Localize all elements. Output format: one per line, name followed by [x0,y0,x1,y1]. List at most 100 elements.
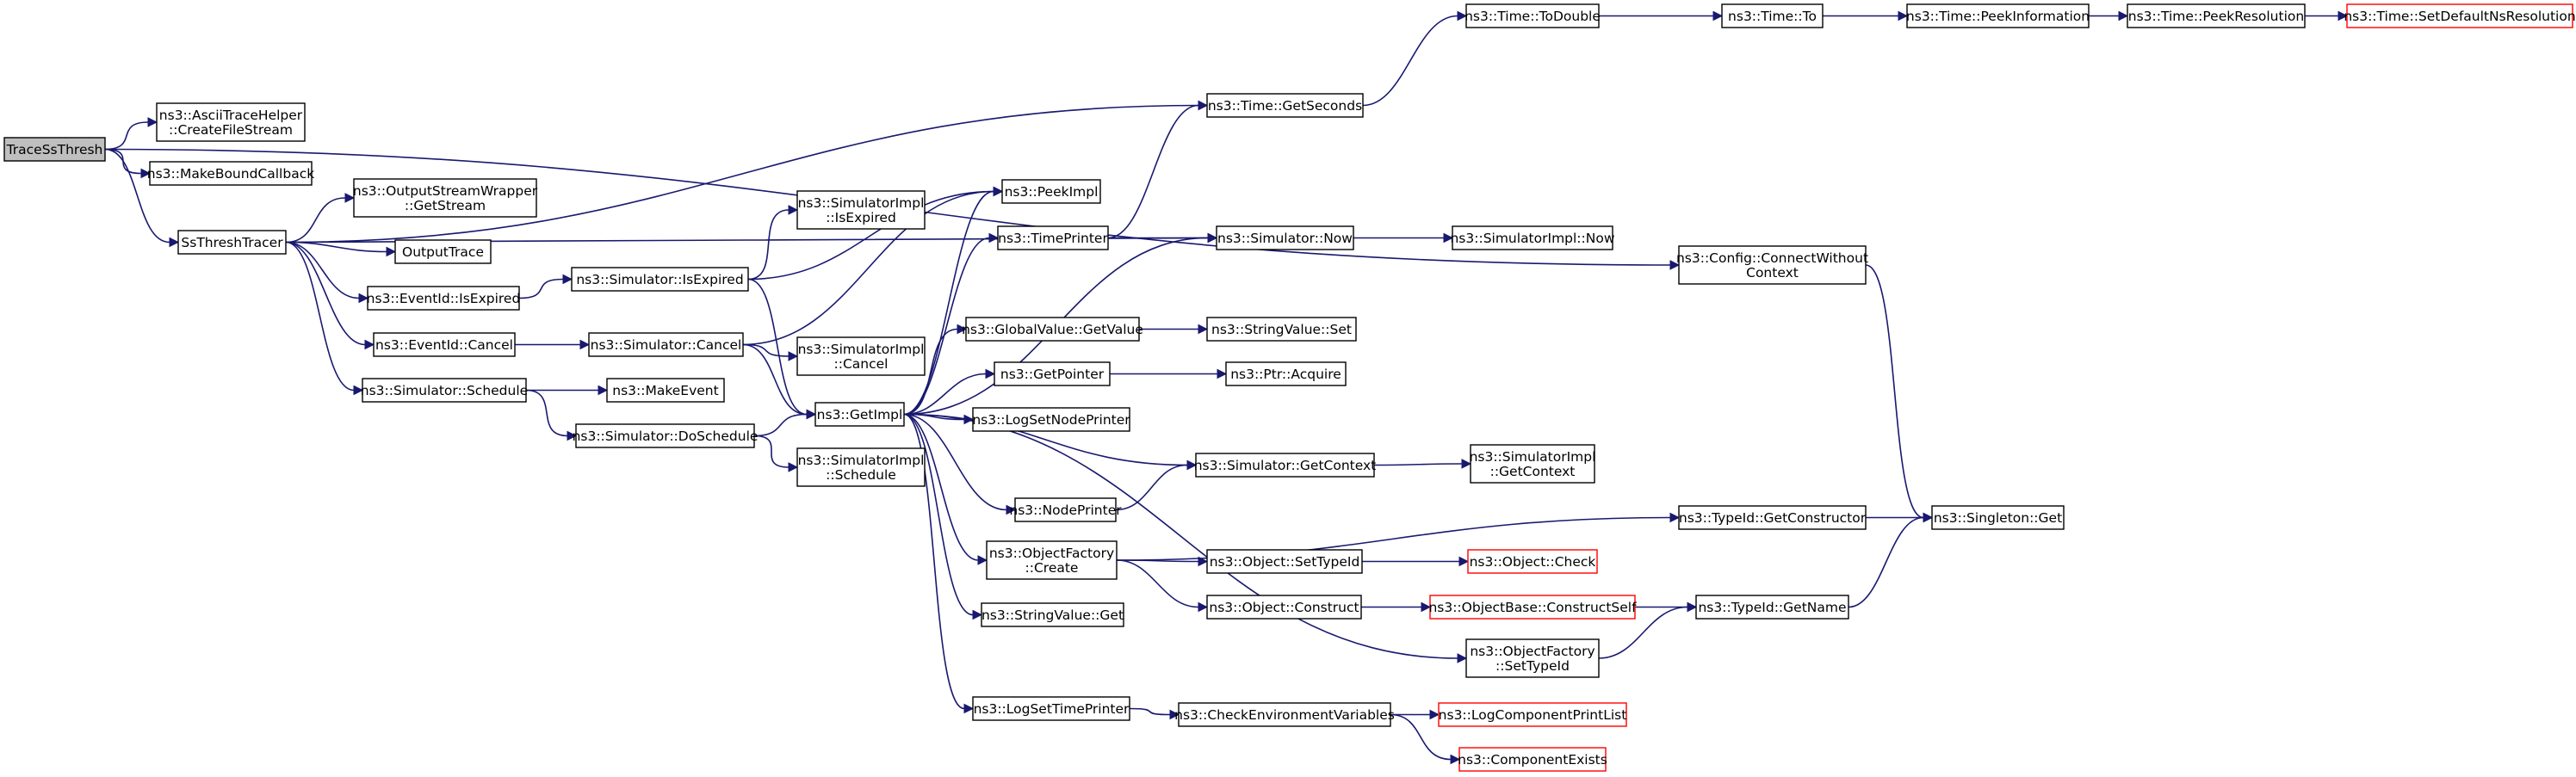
node-label: ns3::EventId::IsExpired [367,291,521,306]
node-ptr_acquire[interactable]: ns3::Ptr::Acquire [1225,361,1347,386]
edge-checkenv-to-logcompprintlist [1390,709,1440,720]
node-sv_get[interactable]: ns3::StringValue::Get [981,602,1124,627]
node-label: ns3::Simulator::DoSchedule [573,429,759,444]
node-label: ::Schedule [826,467,896,483]
edge-line [903,237,990,416]
node-getimpl[interactable]: ns3::GetImpl [814,402,905,427]
edge-getimpl-to-sv_get [903,413,983,620]
edge-line [903,328,958,416]
node-time_to[interactable]: ns3::Time::To [1721,3,1824,28]
node-box [1195,453,1375,478]
node-label: ns3::Object::SetTypeId [1210,554,1360,570]
node-logcompprintlist[interactable]: ns3::LogComponentPrintList [1438,702,1627,727]
node-box [575,423,755,448]
arrowhead [1198,100,1209,111]
node-outputtrace[interactable]: OutputTrace [394,239,492,264]
arrowhead [806,409,817,420]
node-getpointer[interactable]: ns3::GetPointer [994,361,1111,386]
node-eventid_isexpired[interactable]: ns3::EventId::IsExpired [367,286,521,311]
node-typeid_getname[interactable]: ns3::TypeId::GetName [1695,595,1849,620]
node-box [571,267,749,292]
node-simimpl_now[interactable]: ns3::SimulatorImpl::Now [1450,225,1615,250]
node-checkenv[interactable]: ns3::CheckEnvironmentVariables [1174,702,1395,727]
node-time_setdefault[interactable]: ns3::Time::SetDefaultNsResolution [2344,3,2576,28]
node-timeprinter[interactable]: ns3::TimePrinter [997,225,1109,250]
edge-line [903,413,974,616]
node-makeevent[interactable]: ns3::MakeEvent [606,378,725,403]
node-simimpl_schedule[interactable]: ns3::SimulatorImpl::Schedule [796,447,926,487]
node-sim_getcontext[interactable]: ns3::Simulator::GetContext [1194,453,1377,478]
node-ssthreshtracer[interactable]: SsThreshTracer [177,230,287,255]
node-obj_construct[interactable]: ns3::Object::Construct [1206,595,1362,620]
node-osw_getstream[interactable]: ns3::OutputStreamWrapper::GetStream [353,178,538,218]
node-sv_set[interactable]: ns3::StringValue::Set [1206,317,1357,342]
node-sim_isexpired[interactable]: ns3::Simulator::IsExpired [571,267,749,292]
node-box [1931,505,2065,530]
node-label: ns3::Time::GetSeconds [1208,98,1362,114]
node-compexists[interactable]: ns3::ComponentExists [1458,747,1607,772]
node-makeboundcb[interactable]: ns3::MakeBoundCallback [147,161,314,186]
edge-of_create-to-obj_construct [1116,559,1209,613]
edge-getimpl-to-nodeprinter [903,413,1017,515]
node-sim_now[interactable]: ns3::Simulator::Now [1216,225,1354,250]
arrowhead [1198,556,1209,567]
node-sim_doschedule[interactable]: ns3::Simulator::DoSchedule [573,423,759,448]
arrowhead [957,324,968,335]
node-of_settypeid[interactable]: ns3::ObjectFactory::SetTypeId [1465,638,1600,678]
node-gv_getvalue[interactable]: ns3::GlobalValue::GetValue [962,317,1143,342]
node-eventid_cancel[interactable]: ns3::EventId::Cancel [373,332,516,357]
node-label: ns3::Simulator::Cancel [591,337,742,353]
arrowhead [140,168,152,179]
node-time_todouble[interactable]: ns3::Time::ToDouble [1464,3,1601,28]
node-sim_cancel[interactable]: ns3::Simulator::Cancel [588,332,744,357]
node-label: ::GetContext [1490,464,1576,479]
edge-sim_schedule-to-sim_doschedule [525,389,578,441]
node-obj_check[interactable]: ns3::Object::Check [1467,549,1598,574]
arrowhead [598,385,609,396]
node-label: ns3::Time::SetDefaultNsResolution [2344,9,2575,24]
arrowhead [972,609,983,620]
edge-line [1373,463,1463,466]
node-logsetnodeprinter[interactable]: ns3::LogSetNodePrinter [972,407,1130,432]
arrowhead [1923,512,1934,523]
edge-ssthreshtracer-to-eventid_isexpired [285,241,369,304]
arrowhead [169,237,180,248]
node-logsettimeprinter[interactable]: ns3::LogSetTimePrinter [972,696,1130,721]
node-obj_settypeid[interactable]: ns3::Object::SetTypeId [1206,549,1363,574]
node-typeid_getconstructor[interactable]: ns3::TypeId::GetConstructor [1678,505,1867,530]
node-label: ns3::ComponentExists [1458,752,1607,768]
edge-time_todouble-to-time_to [1599,10,1724,22]
node-box [373,332,516,357]
node-asciitrace[interactable]: ns3::AsciiTraceHelper::CreateFileStream [156,102,306,142]
node-singleton_get[interactable]: ns3::Singleton::Get [1931,505,2065,530]
node-time_peekinfo[interactable]: ns3::Time::PeekInformation [1906,3,2090,28]
node-nodeprinter[interactable]: ns3::NodePrinter [1009,497,1122,522]
arrowhead [1186,459,1198,471]
node-tracessthresh[interactable]: TraceSsThresh [3,137,106,162]
node-time_getseconds[interactable]: ns3::Time::GetSeconds [1206,93,1364,118]
arrowhead [963,703,975,714]
node-box [1014,497,1117,522]
arrowhead [1443,232,1454,244]
node-label: ns3::LogSetNodePrinter [972,412,1130,428]
node-label: ns3::GlobalValue::GetValue [962,322,1143,337]
node-simimpl_getcontext[interactable]: ns3::SimulatorImpl::GetContext [1470,444,1596,484]
edge-timeprinter-to-sim_now [1108,232,1218,244]
arrowhead [993,186,1004,197]
node-time_peekres[interactable]: ns3::Time::PeekResolution [2127,3,2306,28]
node-simimpl_isexpired[interactable]: ns3::SimulatorImpl::IsExpired [796,190,926,230]
node-of_create[interactable]: ns3::ObjectFactory::Create [986,540,1118,580]
edge-sim_doschedule-to-getimpl [753,409,817,437]
node-simimpl_cancel[interactable]: ns3::SimulatorImpl::Cancel [796,336,926,376]
node-label: ::Create [1025,560,1079,576]
node-peekimpl[interactable]: ns3::PeekImpl [1001,179,1101,204]
node-box [1216,225,1354,250]
node-sim_schedule[interactable]: ns3::Simulator::Schedule [361,378,528,403]
edge-eventid_isexpired-to-sim_isexpired [518,274,573,299]
node-label: ::SetTypeId [1495,658,1570,674]
edge-ssthreshtracer-to-outputtrace [285,241,397,257]
edge-getimpl-to-of_create [903,413,988,565]
node-box [2346,3,2573,28]
node-ob_constructself[interactable]: ns3::ObjectBase::ConstructSelf [1428,595,1637,620]
